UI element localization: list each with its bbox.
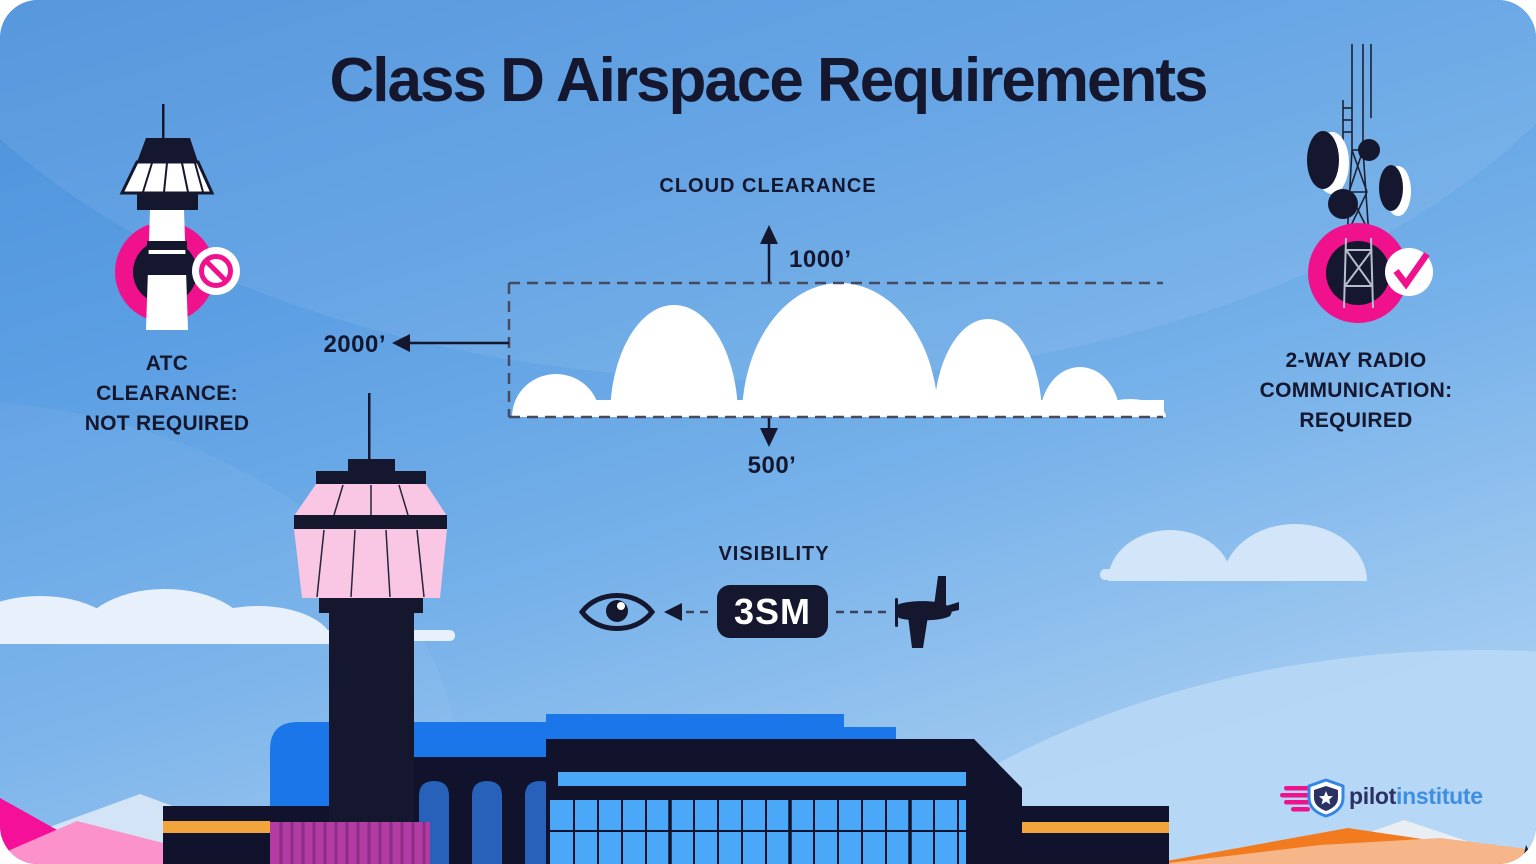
radio-line-3: REQUIRED	[1299, 409, 1413, 432]
visibility-label: VISIBILITY	[718, 543, 830, 565]
arrow-left-icon	[392, 334, 410, 352]
terminal-window-grid	[550, 800, 966, 864]
cloud-clearance-diagram	[392, 225, 1166, 447]
dashed-boundaries	[507, 281, 1163, 419]
mast-over-disc	[1343, 237, 1374, 309]
roof-block-b	[844, 727, 896, 740]
logo-wordmark: pilotinstitute	[1349, 783, 1483, 810]
peach-mountain	[1160, 838, 1536, 864]
terminal-window-strip	[558, 772, 966, 786]
page-title: Class D Airspace Requirements	[329, 46, 1209, 115]
right-mountains	[1150, 820, 1536, 864]
cloud-clearance-side-value: 2000’	[323, 331, 386, 358]
radio-communication-text: 2-WAY RADIO COMMUNICATION: REQUIRED	[1206, 346, 1506, 436]
control-tower-icon	[115, 104, 240, 330]
visibility-graphics	[578, 576, 959, 648]
visibility-value: 3SM	[733, 590, 812, 632]
cloud-shape	[512, 283, 1166, 417]
arrow-up-icon	[760, 225, 778, 244]
logo-word-pilot: pilot	[1349, 783, 1397, 809]
check-icon	[1385, 248, 1433, 296]
cloud-clearance-above-value: 1000’	[789, 246, 852, 273]
cloud-clearance-below-value: 500’	[747, 452, 797, 479]
visibility-value-badge: 3SM	[717, 585, 828, 638]
prohibited-icon	[192, 247, 240, 295]
corner-silhouette	[1522, 844, 1536, 864]
radio-line-2: COMMUNICATION:	[1259, 379, 1453, 402]
logo-word-institute: institute	[1396, 783, 1483, 809]
atc-clearance-text: ATC CLEARANCE: NOT REQUIRED	[17, 349, 317, 439]
arched-windows	[419, 781, 555, 864]
left-orange-stripe	[163, 821, 270, 833]
right-distant-cloud	[1100, 524, 1367, 581]
arrow-left-icon	[664, 603, 682, 621]
radio-tower-icon	[1307, 44, 1433, 323]
right-wing-building	[1022, 806, 1169, 864]
atc-line-1: ATC	[145, 352, 189, 375]
magenta-striped-wall	[270, 822, 430, 864]
atc-line-3: NOT REQUIRED	[84, 412, 250, 435]
radio-line-1: 2-WAY RADIO	[1285, 349, 1427, 372]
atc-line-2: CLEARANCE:	[96, 382, 238, 405]
cloud-clearance-label: CLOUD CLEARANCE	[659, 175, 877, 197]
airplane-icon	[895, 576, 959, 648]
lower-cab-glass	[294, 529, 447, 598]
arrow-down-icon	[760, 428, 778, 447]
eye-icon	[578, 593, 656, 631]
right-orange-stripe	[1022, 822, 1169, 833]
pilot-institute-shield-icon	[1280, 778, 1345, 818]
light-pink-mountain	[0, 821, 430, 864]
roof-block-a	[546, 714, 844, 740]
tower-antenna	[368, 393, 371, 460]
